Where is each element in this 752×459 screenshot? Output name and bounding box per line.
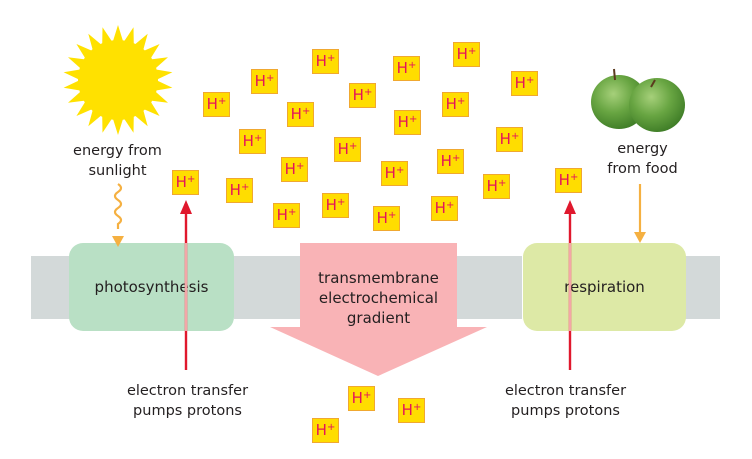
proton-inside: H+	[398, 398, 425, 423]
proton-outside: H+	[281, 157, 308, 182]
proton-outside: H+	[322, 193, 349, 218]
left-pump-label: electron transfer pumps protons	[126, 383, 249, 419]
proton-outside: H+	[381, 161, 408, 186]
respiration-protein: respiration	[523, 243, 686, 331]
proton-outside: H+	[349, 83, 376, 108]
right-pump-label: electron transfer pumps protons	[504, 383, 627, 419]
gradient-arrow	[270, 243, 487, 376]
proton-inside: H+	[348, 386, 375, 411]
proton-outside: H+	[226, 178, 253, 203]
respiration-label: respiration	[564, 278, 645, 296]
proton-outside: H+	[373, 206, 400, 231]
proton-outside: H+	[312, 49, 339, 74]
proton-inside: H+	[312, 418, 339, 443]
sun-disc	[78, 40, 158, 120]
gradient-label: transmembrane electrochemical gradient	[318, 269, 439, 327]
proton-outside: H+	[334, 137, 361, 162]
proton-outside: H+	[431, 196, 458, 221]
proton-outside: H+	[437, 149, 464, 174]
sunlight-label: energy from sunlight	[73, 143, 162, 179]
membrane-right	[685, 256, 720, 319]
sunlight-energy-arrow	[113, 183, 123, 229]
left-pump-arrowhead	[180, 200, 192, 214]
proton-outside: H+	[496, 127, 523, 152]
membrane-left	[31, 256, 71, 319]
proton-outside: H+	[172, 170, 199, 195]
sunlight-arrowhead	[112, 236, 124, 247]
proton-outside: H+	[273, 203, 300, 228]
proton-outside: H+	[393, 56, 420, 81]
proton-outside: H+	[287, 102, 314, 127]
proton-outside: H+	[394, 110, 421, 135]
proton-outside: H+	[453, 42, 480, 67]
photosynthesis-protein: photosynthesis	[69, 243, 234, 331]
proton-outside: H+	[239, 129, 266, 154]
right-pump-arrowhead	[564, 200, 576, 214]
food-arrowhead	[634, 232, 646, 243]
proton-outside: H+	[511, 71, 538, 96]
sun-icon	[63, 25, 173, 135]
food-label: energy from food	[607, 141, 678, 177]
proton-outside: H+	[483, 174, 510, 199]
proton-outside: H+	[555, 168, 582, 193]
proton-outside: H+	[203, 92, 230, 117]
photosynthesis-label: photosynthesis	[94, 278, 209, 296]
proton-outside: H+	[442, 92, 469, 117]
proton-outside: H+	[251, 69, 278, 94]
apple-icon	[591, 68, 685, 132]
